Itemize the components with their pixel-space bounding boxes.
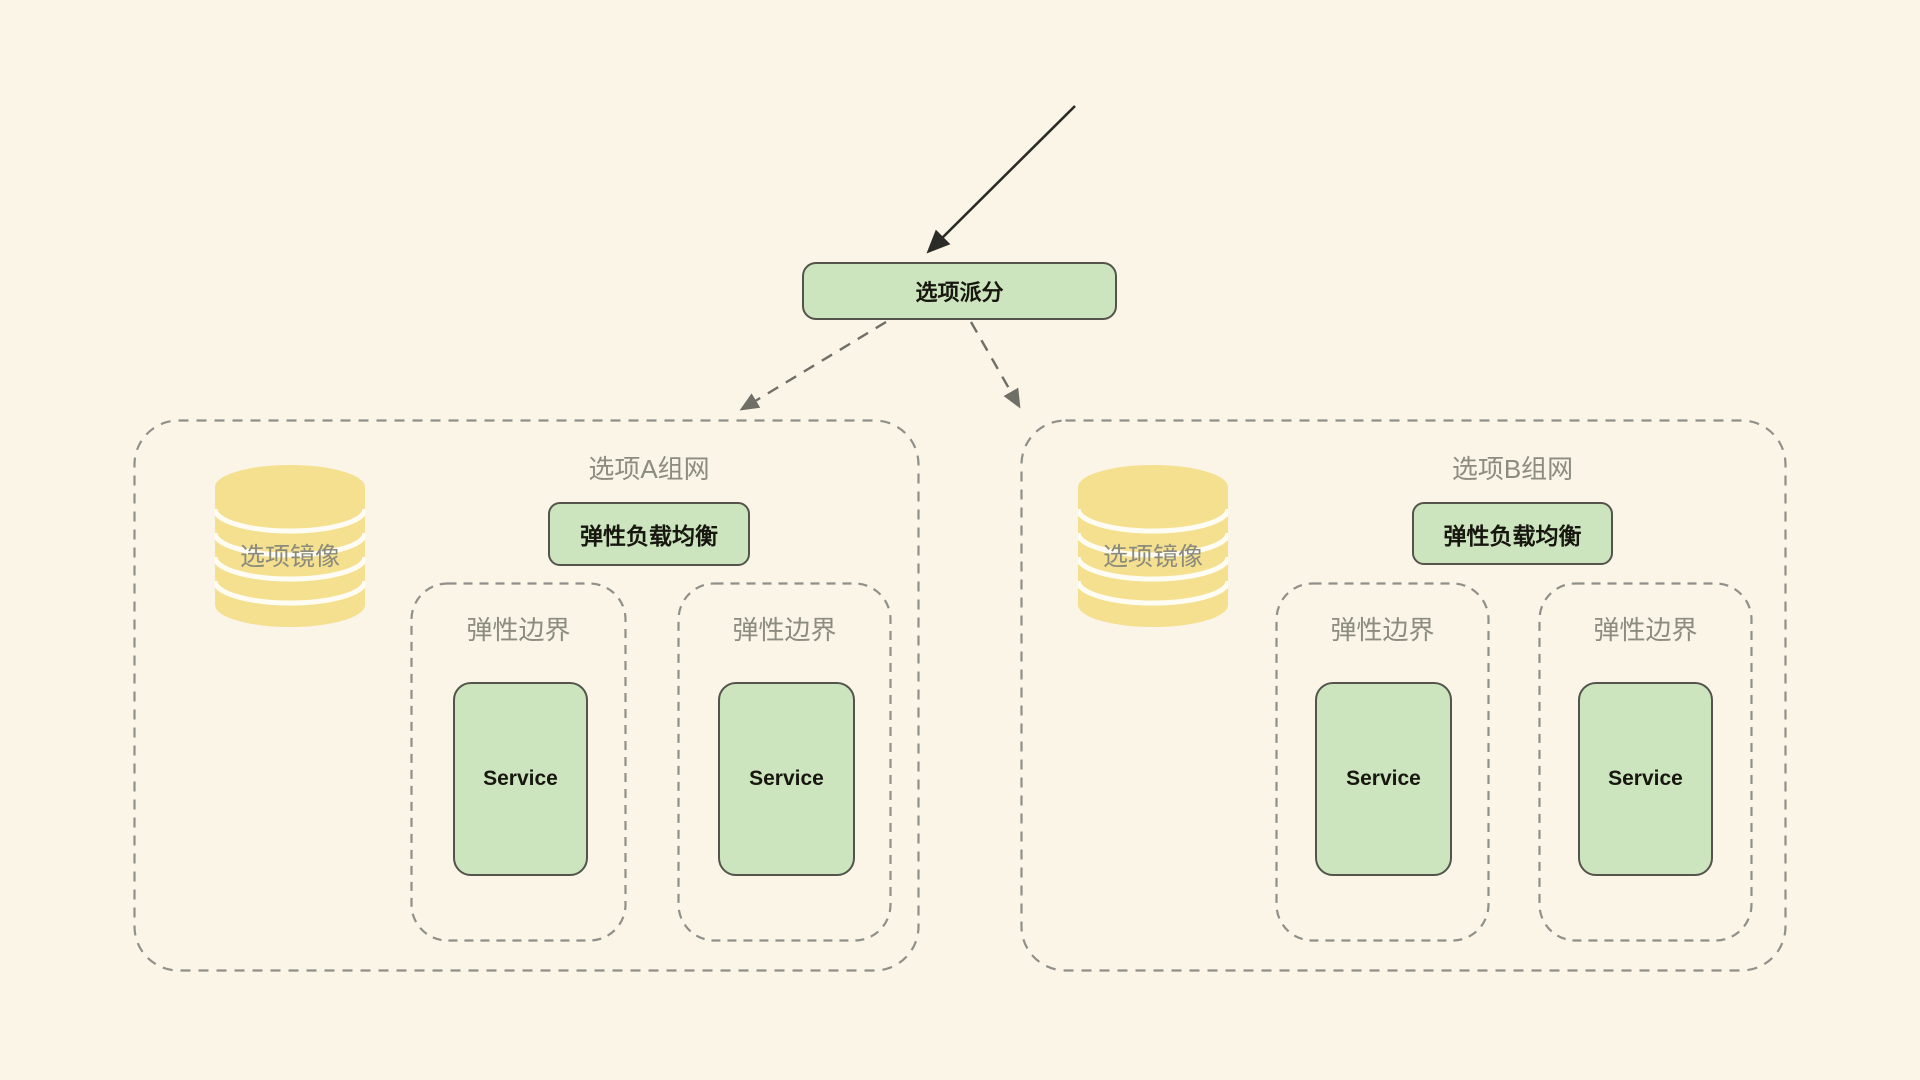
service-label: Service (483, 767, 558, 790)
image-store-label: 选项镜像 (239, 543, 340, 571)
group-b-service-1: Service (1315, 682, 1452, 876)
group-b-boundary-1: 弹性边界 Service (1275, 582, 1490, 942)
group-a-image-store: 选项镜像 (212, 463, 368, 628)
group-a-container: 选项镜像 选项A组网 弹性负载均衡 弹性边界 Service 弹性边界 Serv… (133, 419, 920, 972)
dispatch-arrow-left (739, 320, 887, 411)
group-a-boundary-1: 弹性边界 Service (410, 582, 627, 942)
incoming-arrow (926, 105, 1076, 254)
database-icon (1075, 465, 1231, 627)
service-label: Service (1608, 767, 1683, 790)
group-a-service-1: Service (453, 682, 588, 876)
boundary-label: 弹性边界 (732, 615, 837, 645)
group-b-image-store: 选项镜像 (1075, 463, 1231, 628)
group-b-title: 选项B组网 (1451, 454, 1574, 484)
database-icon (212, 465, 368, 627)
service-label: Service (749, 767, 824, 790)
boundary-dashed-border (1538, 582, 1753, 942)
boundary-dashed-border (410, 582, 627, 942)
group-a-service-2: Service (718, 682, 855, 876)
service-label: Service (1346, 767, 1421, 790)
group-b-service-2: Service (1578, 682, 1713, 876)
group-a-boundary-2: 弹性边界 Service (677, 582, 892, 942)
load-balancer-label: 弹性负载均衡 (580, 523, 718, 549)
dispatch-arrow-right (969, 321, 1021, 409)
boundary-label: 弹性边界 (466, 615, 571, 645)
boundary-label: 弹性边界 (1330, 615, 1435, 645)
group-b-container: 选项镜像 选项B组网 弹性负载均衡 弹性边界 Service 弹性边界 Serv… (1020, 419, 1787, 972)
load-balancer-label: 弹性负载均衡 (1443, 522, 1582, 549)
boundary-label: 弹性边界 (1593, 615, 1698, 645)
group-a-dashed-border (133, 419, 920, 972)
group-a-title: 选项A组网 (588, 454, 710, 484)
boundary-dashed-border (1275, 582, 1490, 942)
group-a-load-balancer: 弹性负载均衡 (548, 502, 750, 566)
root-dispatch-label: 选项派分 (915, 280, 1004, 305)
image-store-label: 选项镜像 (1102, 543, 1203, 571)
group-b-dashed-border (1020, 419, 1787, 972)
boundary-dashed-border (677, 582, 892, 942)
root-dispatch-node: 选项派分 (802, 262, 1117, 320)
group-b-boundary-2: 弹性边界 Service (1538, 582, 1753, 942)
group-b-load-balancer: 弹性负载均衡 (1412, 502, 1613, 565)
